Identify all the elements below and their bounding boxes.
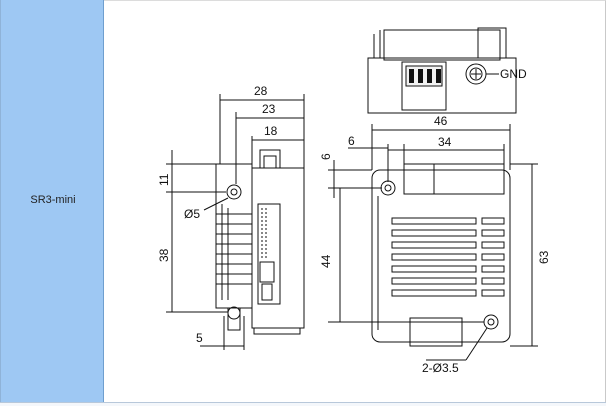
model-name: SR3-mini — [30, 194, 76, 206]
dim-11: 11 — [157, 173, 171, 186]
front-view-hole-top — [380, 180, 396, 196]
dimension-drawing: GND — [157, 27, 551, 375]
dim-5: 5 — [196, 331, 203, 345]
side-view: 28 23 18 11 Ø5 38 5 — [157, 84, 305, 350]
dim-44: 44 — [319, 254, 333, 268]
dim-holes-3-5: 2-Ø3.5 — [422, 361, 459, 375]
top-view-back — [383, 29, 501, 61]
side-view-mount-hole — [226, 184, 242, 200]
side-view-bottom-hole — [227, 306, 241, 320]
top-view-body — [367, 57, 517, 114]
model-label-cell: SR3-mini — [0, 0, 104, 402]
side-view-top-clip — [259, 149, 281, 169]
gnd-label: GND — [500, 67, 527, 81]
dim-46: 46 — [434, 114, 448, 128]
front-view-housing — [371, 169, 511, 343]
dim-38: 38 — [157, 248, 171, 262]
vent-slots — [391, 217, 505, 297]
dim-hole-d5: Ø5 — [184, 207, 200, 221]
front-view-terminal — [403, 163, 505, 195]
dim-63: 63 — [537, 250, 551, 264]
front-view-hole-bottom — [483, 314, 499, 330]
dim-34: 34 — [438, 135, 452, 149]
table-bottom-border — [0, 402, 606, 406]
dim-18: 18 — [264, 124, 278, 138]
dim-28: 28 — [254, 84, 268, 98]
front-view: 46 6 6 34 44 63 2-Ø3.5 — [319, 114, 551, 375]
terminal-pins — [409, 69, 441, 83]
dim-6-horizontal: 6 — [348, 134, 355, 148]
dim-6-vertical: 6 — [319, 153, 333, 160]
heatsink-fins — [216, 204, 252, 300]
dim-23: 23 — [262, 102, 276, 116]
side-view-terminal-strip — [257, 203, 281, 305]
top-view: GND — [367, 27, 527, 114]
side-view-dimensions — [166, 94, 305, 350]
front-view-dimensions — [328, 124, 538, 361]
top-view-right-tab — [477, 27, 507, 59]
side-view-heatsink — [215, 163, 253, 309]
top-view-terminal-block — [401, 61, 447, 111]
front-view-bottom-tab — [409, 317, 463, 347]
